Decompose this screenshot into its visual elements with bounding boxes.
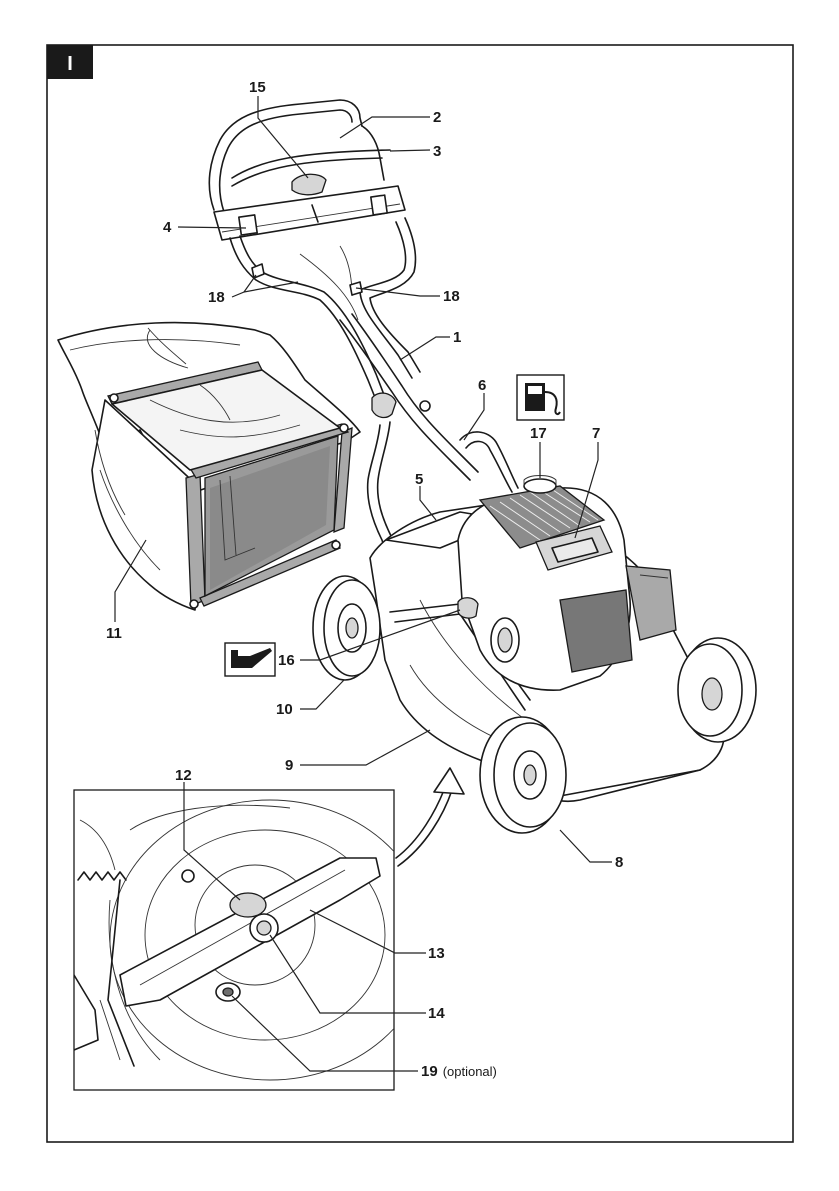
callout-7: 7 [592, 425, 600, 442]
callout-19-note: (optional) [443, 1064, 497, 1079]
callout-labels: 15 2 3 4 18 18 1 6 17 7 5 11 16 10 9 12 … [106, 79, 623, 1080]
callout-18-left: 18 [208, 289, 225, 306]
callout-19: 19 (optional) [421, 1063, 497, 1080]
figure-frame [46, 44, 794, 1143]
callout-2: 2 [433, 109, 441, 126]
callout-3: 3 [433, 143, 441, 160]
oil-can-icon [224, 642, 276, 677]
callout-15: 15 [249, 79, 266, 96]
callout-17: 17 [530, 425, 547, 442]
section-label: I [47, 45, 93, 79]
callout-10: 10 [276, 701, 293, 718]
callout-8: 8 [615, 854, 623, 871]
callout-5: 5 [415, 471, 423, 488]
callout-14: 14 [428, 1005, 445, 1022]
callout-1: 1 [453, 329, 461, 346]
callout-6: 6 [478, 377, 486, 394]
front-left-wheel [479, 716, 567, 834]
inset-pointer-arrow [395, 767, 465, 867]
fuel-pump-icon [516, 374, 565, 421]
rear-left-wheel [312, 575, 381, 681]
callout-11: 11 [106, 625, 122, 642]
callout-4: 4 [163, 219, 172, 236]
callout-13: 13 [428, 945, 445, 962]
grass-catcher-bag [57, 321, 361, 611]
callout-19-number: 19 [421, 1063, 438, 1080]
callout-18-right: 18 [443, 288, 460, 305]
callout-16: 16 [278, 652, 295, 669]
leader-lines [114, 96, 612, 1072]
front-right-wheel [677, 637, 757, 743]
handle-assembly [208, 99, 519, 573]
section-label-text: I [67, 53, 73, 75]
callout-12: 12 [175, 767, 192, 784]
engine [457, 475, 677, 691]
callout-9: 9 [285, 757, 293, 774]
blade-detail-inset [73, 789, 395, 1091]
